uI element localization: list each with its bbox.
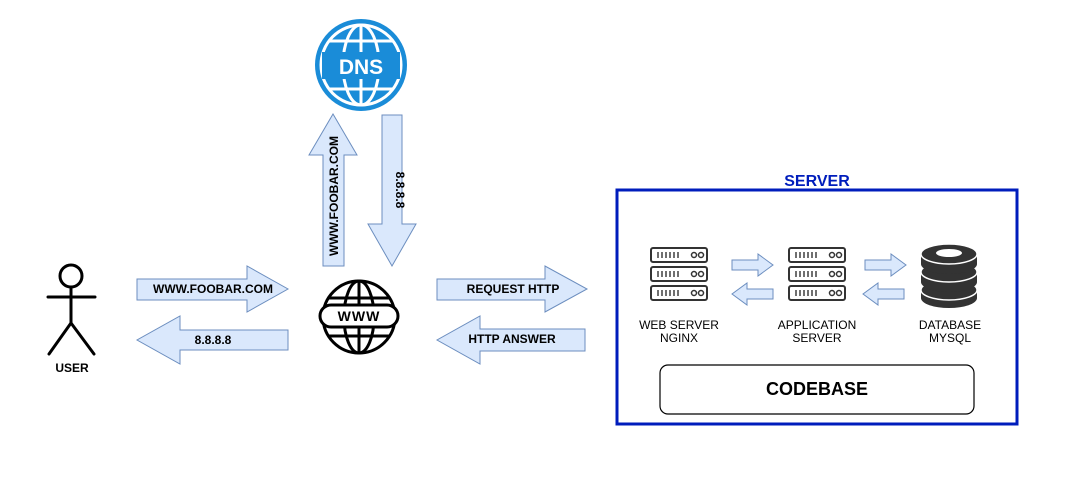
app-server-node: APPLICATION SERVER — [778, 248, 856, 345]
arrow-app-to-db — [864, 253, 907, 277]
web-server-line2: NGINX — [660, 331, 698, 345]
web-server-icon — [651, 248, 707, 300]
database-line1: DATABASE — [919, 318, 981, 332]
codebase-box: CODEBASE — [659, 364, 975, 415]
arrow-user-response: 8.8.8.8 — [135, 315, 289, 365]
arrow-dns-answer-label: 8.8.8.8 — [393, 172, 407, 209]
dns-label: DNS — [339, 56, 383, 79]
codebase-label: CODEBASE — [766, 379, 868, 399]
arrow-dns-answer: 8.8.8.8 — [367, 114, 417, 268]
internet-node: WWW — [318, 279, 400, 355]
arrow-dns-query-label: WWW.FOOBAR.COM — [327, 136, 341, 256]
user-icon — [46, 263, 97, 356]
arrow-dns-query: WWW.FOOBAR.COM — [308, 113, 358, 267]
user-label: USER — [55, 361, 89, 375]
database-icon — [920, 243, 978, 308]
arrow-user-request-label: WWW.FOOBAR.COM — [153, 282, 273, 296]
server-container: SERVER WEB SERVER NGINX APPLICATION SERV… — [615, 173, 1019, 426]
www-banner — [318, 303, 400, 329]
www-label: WWW — [338, 308, 381, 324]
arrow-http-request: REQUEST HTTP — [436, 265, 589, 313]
database-line2: MYSQL — [929, 331, 971, 345]
arrow-web-to-app — [731, 253, 774, 277]
arrow-app-to-web — [731, 282, 774, 306]
arrow-http-request-label: REQUEST HTTP — [467, 282, 560, 296]
arrow-user-request: WWW.FOOBAR.COM — [136, 265, 290, 313]
server-title: SERVER — [784, 173, 850, 190]
app-server-line1: APPLICATION — [778, 318, 856, 332]
arrow-http-response-label: HTTP ANSWER — [468, 332, 556, 346]
arrow-http-response: HTTP ANSWER — [435, 315, 586, 365]
arrow-db-to-app — [862, 282, 905, 306]
dns-node: DNS — [315, 19, 407, 111]
app-server-icon — [789, 248, 845, 300]
database-node: DATABASE MYSQL — [919, 243, 981, 345]
user-actor: USER — [46, 263, 97, 375]
web-server-line1: WEB SERVER — [639, 318, 719, 332]
arrow-user-response-label: 8.8.8.8 — [195, 333, 232, 347]
dns-icon: DNS — [315, 19, 407, 111]
web-server-node: WEB SERVER NGINX — [639, 248, 719, 345]
app-server-line2: SERVER — [792, 331, 841, 345]
